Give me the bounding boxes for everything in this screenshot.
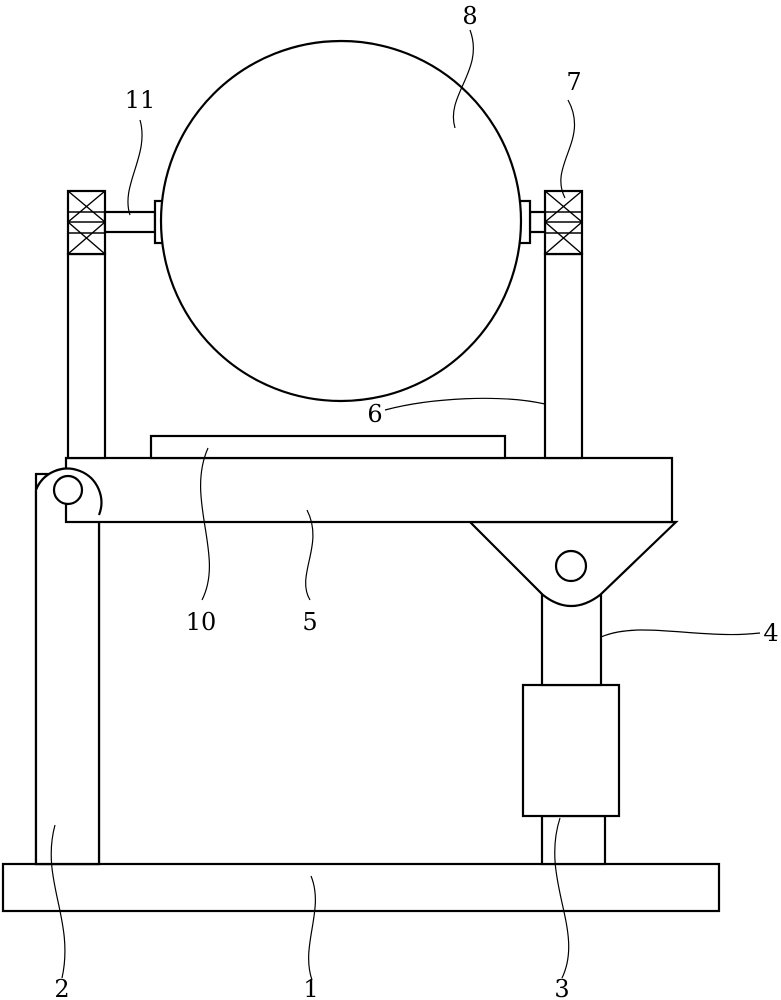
rotating-drum (159, 39, 523, 403)
cylinder-lower-rod (540, 814, 607, 866)
label-6: 6 (367, 400, 382, 428)
right-upright (543, 252, 584, 460)
leader-line-10 (200, 447, 210, 601)
label-10: 10 (186, 608, 217, 636)
leader-line-8 (452, 29, 475, 129)
bracket-pivot-pin (554, 549, 588, 583)
label-4: 4 (763, 619, 778, 647)
platform (64, 456, 674, 524)
left-bearing-block (66, 189, 107, 256)
label-5: 5 (302, 608, 317, 636)
top-plate (149, 434, 507, 460)
left-hinge-housing (34, 467, 103, 866)
right-bearing-block (543, 189, 584, 256)
label-1: 1 (303, 975, 318, 1000)
label-8: 8 (462, 2, 477, 30)
leader-line-5 (305, 509, 314, 601)
base-plate (1, 862, 721, 913)
leader-line-6 (384, 397, 546, 411)
right-shaft (528, 210, 547, 234)
leader-line-2 (50, 824, 66, 979)
leader-line-7 (560, 99, 576, 199)
leader-line-4 (600, 629, 761, 638)
label-3: 3 (554, 975, 569, 1000)
leader-line-1 (308, 875, 316, 981)
leader-line-3 (554, 817, 570, 979)
label-11: 11 (125, 86, 156, 114)
label-7: 7 (566, 68, 581, 96)
left-upright (66, 252, 107, 460)
left-hinge-pin (52, 474, 84, 506)
leader-line-11 (127, 119, 143, 216)
cylinder-body (521, 683, 621, 818)
label-2: 2 (54, 975, 69, 1000)
